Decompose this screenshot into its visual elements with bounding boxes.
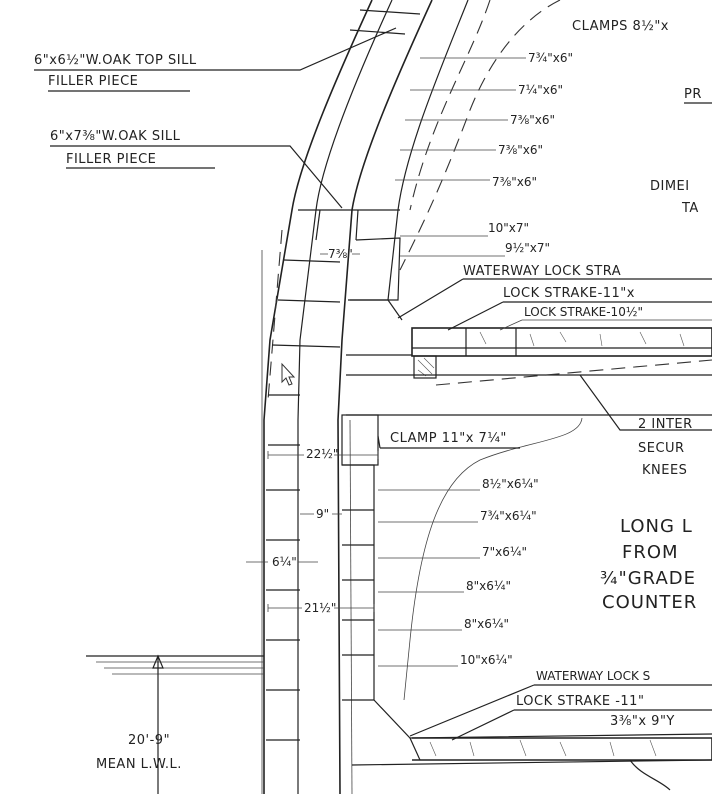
upper-small-2: 9½"x7" — [505, 241, 550, 255]
label-top-sill-2: FILLER PIECE — [48, 74, 138, 89]
lower-frame — [341, 414, 712, 791]
label-long-3: ¾"GRADE — [600, 568, 696, 589]
label-inter-2: SECUR — [638, 441, 685, 456]
label-long-2: FROM — [622, 542, 679, 563]
label-long-1: LONG L — [620, 516, 693, 537]
label-dimen: DIMEI — [650, 179, 690, 194]
label-pr: PR — [684, 87, 702, 102]
label-oak-sill-2: FILLER PIECE — [66, 152, 156, 167]
outer-planking — [261, 0, 561, 794]
label-oak-sill-1: 6"x7⅜"W.OAK SILL — [50, 129, 181, 144]
upper-timber-labels: CLAMPS 8½"x PR DIMEI TA 7¾"x6" 7¼"x6" 7⅜… — [395, 19, 712, 331]
dimensions: 7⅜" 22½" 9" 6¼" 21½" — [246, 247, 379, 615]
lower-timber-1: 8½"x6¼" — [482, 477, 539, 491]
mean-lwl-label: MEAN L.W.L. — [96, 757, 182, 772]
dim-21-12: 21½" — [304, 601, 336, 615]
lower-timber-2: 7¾"x6¼" — [480, 509, 537, 523]
label-bottom-dim: 3⅜"x 9"Y — [610, 714, 675, 729]
middle-labels: CLAMP 11"x 7¼" 2 INTER SECUR KNEES LONG … — [377, 374, 712, 613]
label-clamp-11: CLAMP 11"x 7¼" — [390, 431, 507, 446]
mouse-pointer-icon — [281, 362, 296, 386]
label-inter-1: 2 INTER — [638, 417, 693, 432]
label-lock-strake-10-top: LOCK STRAKE-10½" — [524, 305, 643, 319]
dim-22-12: 22½" — [306, 447, 338, 461]
label-inter-3: KNEES — [642, 463, 687, 478]
dim-6-14: 6¼" — [272, 555, 297, 569]
waterline: 20'-9" MEAN L.W.L. — [86, 654, 264, 794]
lower-timber-5: 8"x6¼" — [464, 617, 509, 631]
left-labels: 6"x6½"W.OAK TOP SILL FILLER PIECE 6"x7⅜"… — [34, 27, 397, 209]
upper-deck-strakes — [346, 327, 712, 416]
label-top-sill-1: 6"x6½"W.OAK TOP SILL — [34, 53, 197, 68]
label-lock-strake-11-bottom: LOCK STRAKE -11" — [516, 694, 644, 709]
upper-timber-1: 7¾"x6" — [528, 51, 573, 65]
label-clamps-top: CLAMPS 8½"x — [572, 19, 669, 34]
dim-7-38: 7⅜" — [328, 247, 353, 261]
lower-timber-6: 10"x6¼" — [460, 653, 513, 667]
label-ta: TA — [681, 201, 699, 216]
upper-small-1: 10"x7" — [488, 221, 529, 235]
upper-timber-3: 7⅜"x6" — [510, 113, 555, 127]
upper-timber-4: 7⅜"x6" — [498, 143, 543, 157]
dim-9: 9" — [316, 507, 329, 521]
lower-timber-labels: 8½"x6¼" 7¾"x6¼" 7"x6¼" 8"x6¼" 8"x6¼" 10"… — [378, 477, 712, 741]
mean-lwl-value: 20'-9" — [128, 733, 170, 748]
label-waterway-lock-bottom: WATERWAY LOCK S — [536, 669, 650, 683]
label-lock-strake-11-top: LOCK STRAKE-11"x — [503, 286, 635, 301]
upper-timber-2: 7¼"x6" — [518, 83, 563, 97]
upper-timber-5: 7⅜"x6" — [492, 175, 537, 189]
label-waterway-lock-strake-top: WATERWAY LOCK STRA — [463, 264, 621, 279]
lower-timber-3: 7"x6¼" — [482, 545, 527, 559]
lower-timber-4: 8"x6¼" — [466, 579, 511, 593]
label-long-4: COUNTER — [602, 592, 697, 613]
